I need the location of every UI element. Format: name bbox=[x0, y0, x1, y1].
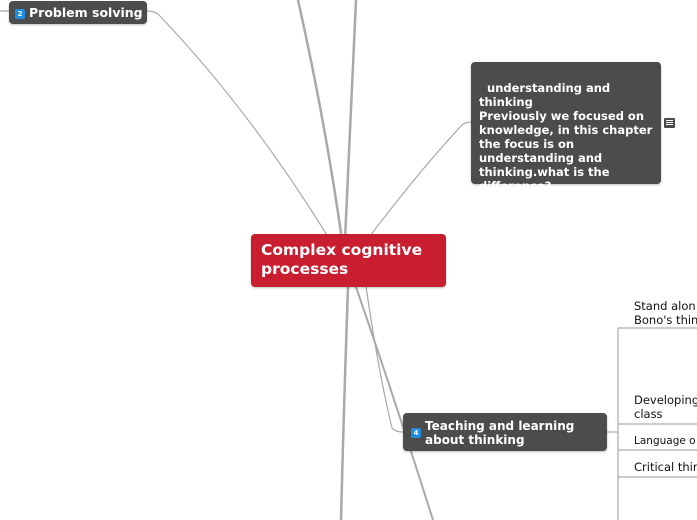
topic-label: Problem solving bbox=[29, 5, 143, 20]
branch-line-teaching bbox=[365, 285, 404, 433]
subtopic-developing[interactable]: Developing class bbox=[634, 393, 697, 421]
subtopic-bracket-line bbox=[607, 328, 619, 520]
branch-line-bottom-a bbox=[339, 285, 350, 520]
topic-label: Teaching and learning about thinking bbox=[425, 418, 575, 447]
number-badge-icon: 4 bbox=[411, 427, 421, 438]
subtopic-critical[interactable]: Critical thir bbox=[634, 460, 697, 474]
topic-understanding-and-thinking[interactable]: understanding and thinking Previously we… bbox=[471, 62, 661, 193]
branch-line-bottom-b bbox=[355, 286, 434, 520]
branch-line-understanding bbox=[369, 121, 472, 237]
number-badge-icon: 2 bbox=[15, 9, 25, 19]
branch-line-top-a bbox=[296, 0, 344, 242]
topic-problem-solving[interactable]: 2 Problem solving bbox=[9, 1, 147, 24]
branch-line-top-b bbox=[343, 0, 358, 242]
topic-teaching-and-learning[interactable]: 4 Teaching and learning about thinking bbox=[403, 413, 607, 451]
topic-label: understanding and thinking Previously we… bbox=[479, 81, 653, 193]
central-topic-label: Complex cognitive processes bbox=[261, 241, 423, 278]
note-icon[interactable] bbox=[664, 118, 675, 128]
branch-line-problem-solving bbox=[146, 10, 331, 241]
subtopic-stand-alone[interactable]: Stand alon Bono's thin bbox=[634, 299, 697, 327]
central-topic[interactable]: Complex cognitive processes bbox=[251, 234, 446, 287]
subtopic-language[interactable]: Language o bbox=[634, 435, 696, 447]
